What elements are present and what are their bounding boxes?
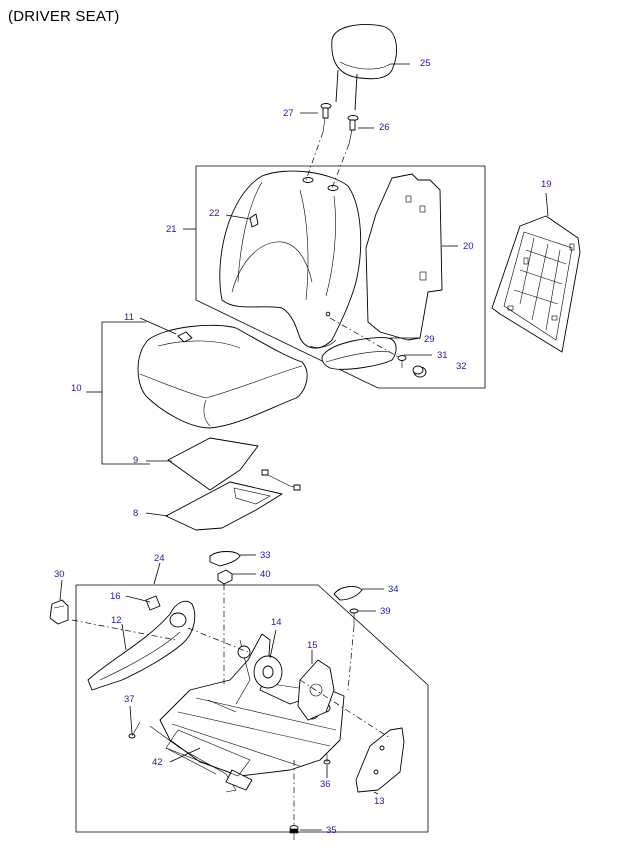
callout-20: 20 bbox=[463, 241, 474, 252]
callout-35: 35 bbox=[326, 825, 337, 836]
callouts: 25 27 26 22 21 20 19 11 29 31 32 10 9 8 … bbox=[54, 58, 552, 836]
bolt-35 bbox=[289, 825, 299, 840]
seat-belt-bracket bbox=[49, 599, 69, 625]
heater-connector bbox=[261, 469, 301, 491]
recliner-screw bbox=[397, 355, 407, 368]
callout-9: 9 bbox=[133, 455, 138, 466]
seatback-cover bbox=[219, 170, 362, 349]
cushion-pan bbox=[165, 481, 283, 531]
bolt-39 bbox=[349, 608, 359, 626]
callout-30: 30 bbox=[54, 569, 65, 580]
recliner-disc bbox=[253, 655, 283, 689]
seat-cushion bbox=[137, 324, 308, 429]
callout-26: 26 bbox=[379, 122, 390, 133]
track-cover-34 bbox=[333, 586, 363, 601]
seatback-rear-panel bbox=[491, 215, 581, 353]
screw-37 bbox=[128, 721, 141, 739]
seatback-board bbox=[365, 173, 443, 341]
callout-36: 36 bbox=[320, 779, 331, 790]
callout-42: 42 bbox=[152, 757, 163, 768]
callout-12: 12 bbox=[111, 615, 122, 626]
callout-14: 14 bbox=[271, 617, 282, 628]
callout-31: 31 bbox=[437, 350, 448, 361]
outer-side-shield bbox=[355, 727, 405, 793]
screw-36 bbox=[323, 754, 331, 765]
side-shield bbox=[87, 595, 196, 691]
seat-track-assembly-frame bbox=[75, 584, 429, 833]
callout-16: 16 bbox=[110, 591, 121, 602]
cushion-pad bbox=[167, 437, 259, 491]
callout-27: 27 bbox=[283, 108, 294, 119]
leader-lines bbox=[59, 63, 549, 831]
callout-32: 32 bbox=[456, 361, 467, 372]
callout-8: 8 bbox=[133, 508, 138, 519]
seat-track-mechanism bbox=[149, 633, 345, 793]
headrest-guide-26 bbox=[347, 115, 359, 145]
callout-10: 10 bbox=[71, 383, 82, 394]
callout-24: 24 bbox=[154, 553, 165, 564]
diagram-title: (DRIVER SEAT) bbox=[8, 8, 120, 25]
nut-40 bbox=[217, 569, 233, 585]
cushion-group-bracket bbox=[101, 321, 150, 465]
track-wire bbox=[165, 729, 251, 777]
track-cover-33 bbox=[209, 551, 241, 567]
callout-21: 21 bbox=[166, 224, 177, 235]
headrest bbox=[331, 24, 398, 111]
callout-34: 34 bbox=[388, 584, 399, 595]
callout-19: 19 bbox=[541, 179, 552, 190]
alignment-lines bbox=[71, 131, 401, 826]
callout-25: 25 bbox=[420, 58, 431, 69]
callout-40: 40 bbox=[260, 569, 271, 580]
callout-37: 37 bbox=[124, 694, 135, 705]
callout-13: 13 bbox=[374, 796, 385, 807]
callout-22: 22 bbox=[209, 208, 220, 219]
recliner-cap bbox=[412, 365, 427, 378]
headrest-guide-27 bbox=[320, 103, 332, 133]
callout-29: 29 bbox=[424, 334, 435, 345]
seatback-assembly-frame bbox=[195, 165, 486, 389]
callout-15: 15 bbox=[307, 640, 318, 651]
callout-39: 39 bbox=[380, 606, 391, 617]
callout-33: 33 bbox=[260, 550, 271, 561]
callout-11: 11 bbox=[124, 312, 134, 323]
